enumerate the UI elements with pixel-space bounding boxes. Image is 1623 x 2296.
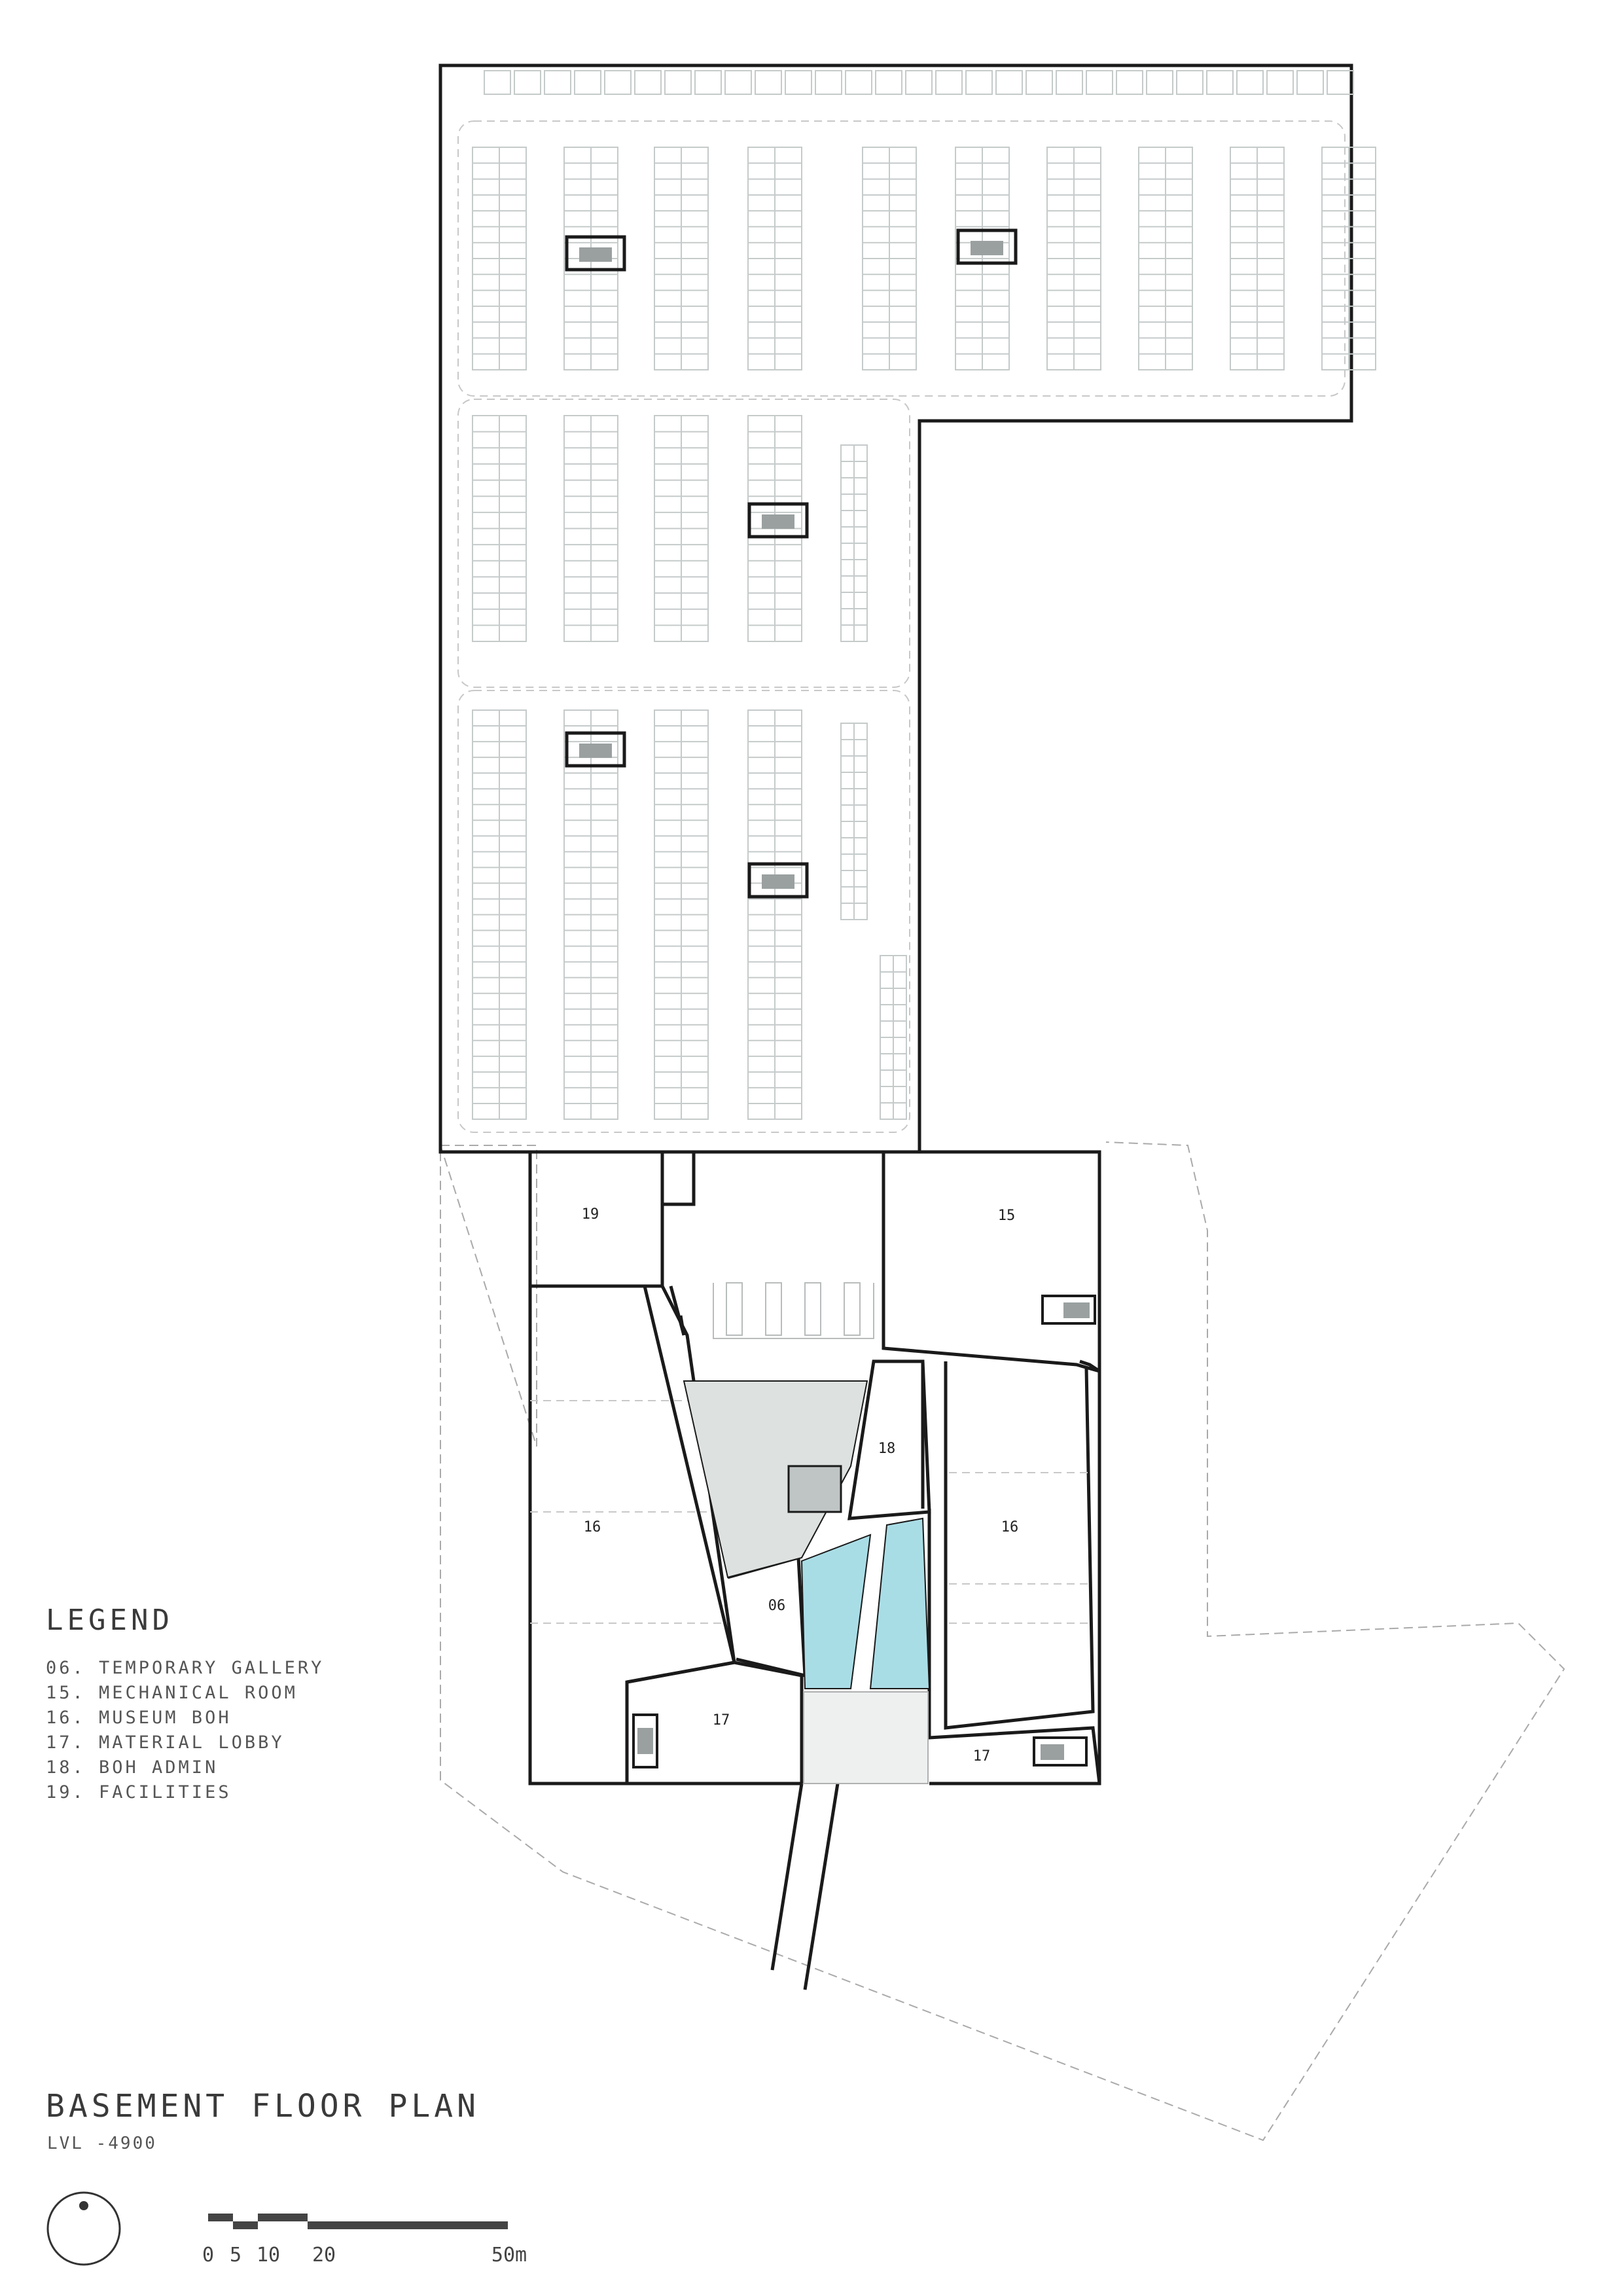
north-arrow [46, 2191, 121, 2266]
gallery-stair [787, 1465, 842, 1513]
plan-title: BASEMENT FLOOR PLAN [46, 2088, 480, 2125]
site-boundary [440, 1141, 1565, 2142]
scale-label-10: 10 [257, 2244, 280, 2267]
scale-label-0: 0 [202, 2244, 214, 2267]
parking-stair-cores [565, 228, 1018, 899]
room-label-19: 19 [582, 1206, 599, 1223]
room-label-16-left: 16 [584, 1519, 601, 1535]
legend-list: 06. TEMPORARY GALLERY 15. MECHANICAL ROO… [46, 1656, 324, 1805]
parking-garage-outline [438, 63, 1353, 1154]
interior-partitions [530, 1282, 1093, 1624]
legend-item: 15. MECHANICAL ROOM [46, 1683, 298, 1703]
scale-label-5: 5 [230, 2244, 241, 2267]
scale-bar: 0 5 10 20 50m [202, 2214, 527, 2267]
room-label-18: 18 [878, 1441, 896, 1457]
scale-label-50m: 50m [491, 2244, 527, 2267]
legend-item: 18. BOH ADMIN [46, 1757, 219, 1778]
legend-item: 17. MATERIAL LOBBY [46, 1732, 285, 1753]
parking-bays [472, 70, 1376, 1120]
plan-level: LVL -4900 [47, 2134, 157, 2153]
legend-item: 16. MUSEUM BOH [46, 1708, 232, 1728]
room-label-15: 15 [998, 1208, 1016, 1224]
room-label-17-right: 17 [973, 1748, 991, 1765]
legend-item: 06. TEMPORARY GALLERY [46, 1658, 325, 1678]
room-label-16-right: 16 [1001, 1519, 1019, 1535]
museum-stair-cores [632, 1295, 1096, 1768]
scale-label-20: 20 [312, 2244, 336, 2267]
water-feature-left [800, 1534, 872, 1689]
paved-entry [803, 1691, 929, 1784]
museum-basement-walls [528, 1150, 1101, 1990]
room-label-17-left: 17 [713, 1712, 730, 1729]
legend-item: 19. FACILITIES [46, 1782, 232, 1803]
water-feature-right [869, 1517, 931, 1689]
room-label-06: 06 [768, 1598, 786, 1614]
legend-title: LEGEND [46, 1604, 173, 1637]
